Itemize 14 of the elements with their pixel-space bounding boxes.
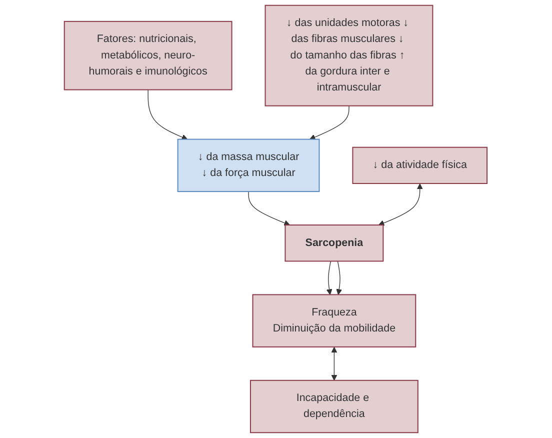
arrow: [336, 260, 342, 295]
node-box: Fraqueza Diminuição da mobilidade: [252, 294, 416, 348]
node-box: ↓ das unidades motoras ↓ das fibras musculares ↓ do tamanho das fibras ↑ da gordura inter e intramuscular: [265, 4, 434, 106]
arrow: [332, 346, 338, 381]
node-box: ↓ da atividade física: [352, 146, 488, 184]
node-box: Fatores: nutricionais, metabólicos, neuro-humorais e imunológicos: [64, 20, 233, 90]
arrow: [248, 191, 290, 226]
node-box: ↓ da massa muscular ↓ da força muscular: [178, 138, 320, 192]
node-box: Sarcopenia: [285, 224, 384, 262]
arrow: [378, 184, 424, 226]
arrow: [310, 105, 350, 140]
arrow: [148, 89, 188, 140]
arrow: [326, 260, 333, 295]
node-box: Incapacidade e dependência: [250, 380, 419, 434]
